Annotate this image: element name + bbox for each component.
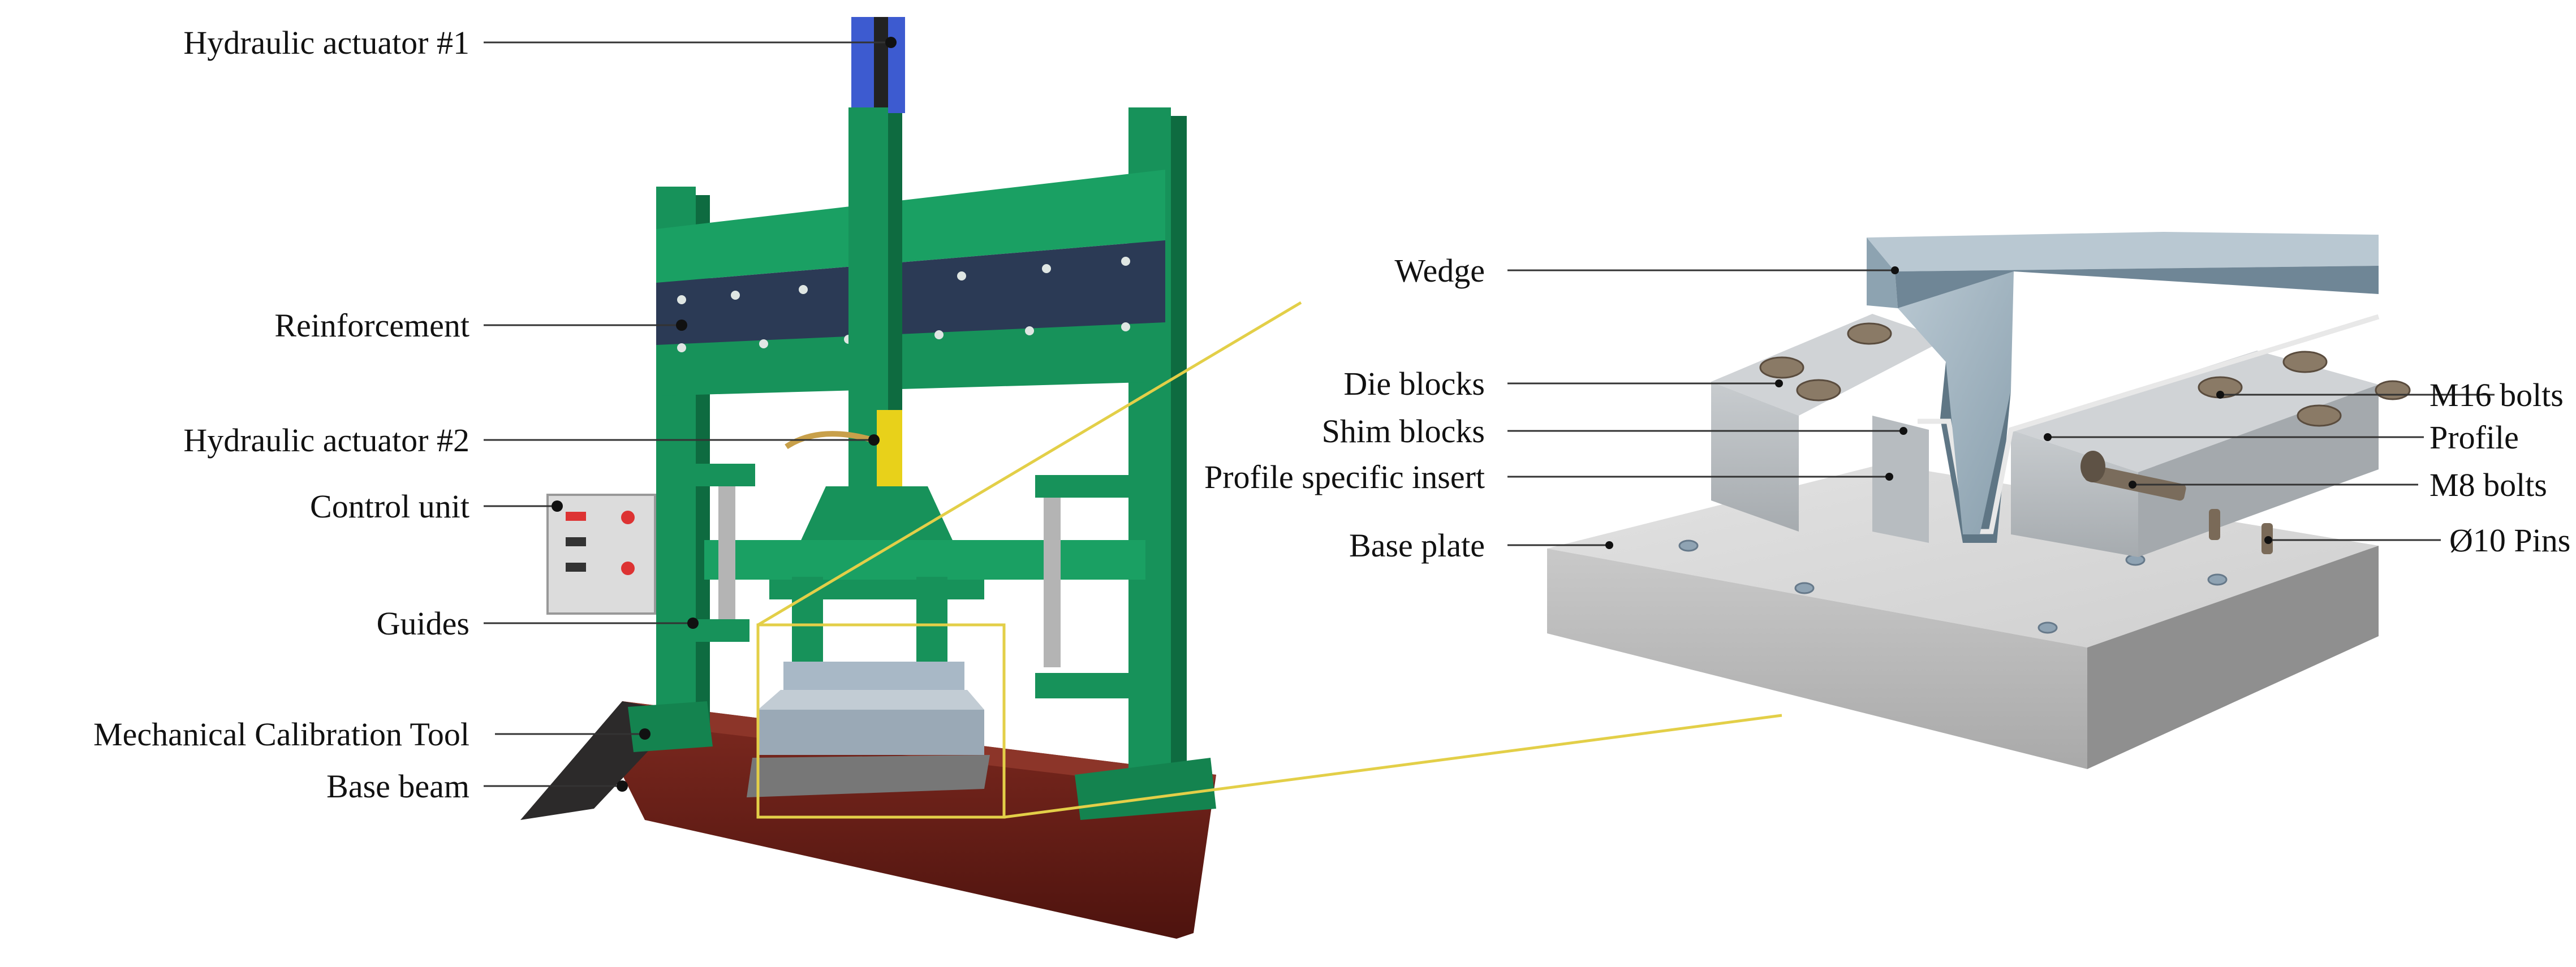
wedge-front xyxy=(1867,238,1898,308)
label-hydraulic-actuator-1: Hydraulic actuator #1 xyxy=(183,24,469,61)
label-wedge: Wedge xyxy=(1394,252,1485,289)
base-plate-side xyxy=(2087,546,2379,769)
control-unit-box xyxy=(546,494,656,615)
wedge-blade xyxy=(1898,271,2014,534)
reinforcement-green-top xyxy=(656,170,1165,283)
guide-left-shape xyxy=(718,481,735,639)
label-m8-bolts: M8 bolts xyxy=(2429,467,2547,503)
die-block-right-front xyxy=(2011,430,2138,557)
label-reinforcement: Reinforcement xyxy=(274,307,469,344)
leader-lines xyxy=(484,41,2495,787)
calibration-tool-top xyxy=(783,662,964,690)
label-profile-specific-insert: Profile specific insert xyxy=(1204,459,1485,495)
die-block-right-side xyxy=(2138,385,2379,557)
label-m16-bolts: M16 bolts xyxy=(2429,377,2564,413)
zoom-indicator xyxy=(756,301,1782,819)
die-block-right-top xyxy=(2011,351,2379,472)
right-label-group-left: Wedge Die blocks Shim blocks Profile spe… xyxy=(1204,252,1485,564)
actuator-2-shape xyxy=(877,410,902,495)
reinforcement-green-bottom xyxy=(656,322,1165,396)
left-label-group: Hydraulic actuator #1 Reinforcement Hydr… xyxy=(93,24,469,805)
label-control-unit: Control unit xyxy=(310,488,469,525)
calibration-tool-body xyxy=(758,710,984,755)
right-label-group-right: M16 bolts Profile M8 bolts Ø10 Pins xyxy=(2429,377,2570,559)
cad-detail-illustration xyxy=(1547,232,2411,769)
label-guides: Guides xyxy=(377,605,469,642)
zoom-line-lower xyxy=(1003,714,1782,819)
plate-holes xyxy=(1678,539,2228,634)
test-rig-illustration xyxy=(520,17,1216,939)
guide-right-shape xyxy=(1044,481,1061,667)
label-die-blocks: Die blocks xyxy=(1343,365,1485,402)
base-plate-front xyxy=(1547,549,2087,769)
label-shim-blocks: Shim blocks xyxy=(1322,413,1485,450)
label-mechanical-calibration-tool: Mechanical Calibration Tool xyxy=(93,716,469,753)
label-pins: Ø10 Pins xyxy=(2449,522,2570,559)
leader-dots xyxy=(552,37,2272,792)
wedge-top xyxy=(1867,232,2379,271)
die-block-left-front xyxy=(1711,382,1799,532)
reinforcement-blue xyxy=(656,240,1165,356)
label-profile: Profile xyxy=(2429,419,2519,456)
zoom-box xyxy=(756,623,1006,819)
label-hydraulic-actuator-2: Hydraulic actuator #2 xyxy=(183,422,469,459)
shim-block-left xyxy=(1872,416,1929,543)
label-base-beam: Base beam xyxy=(326,768,469,805)
m16-bolts xyxy=(1759,322,2411,427)
label-base-plate: Base plate xyxy=(1349,527,1485,564)
zoom-line-upper xyxy=(757,301,1302,627)
crossbar-shape xyxy=(704,540,1145,580)
